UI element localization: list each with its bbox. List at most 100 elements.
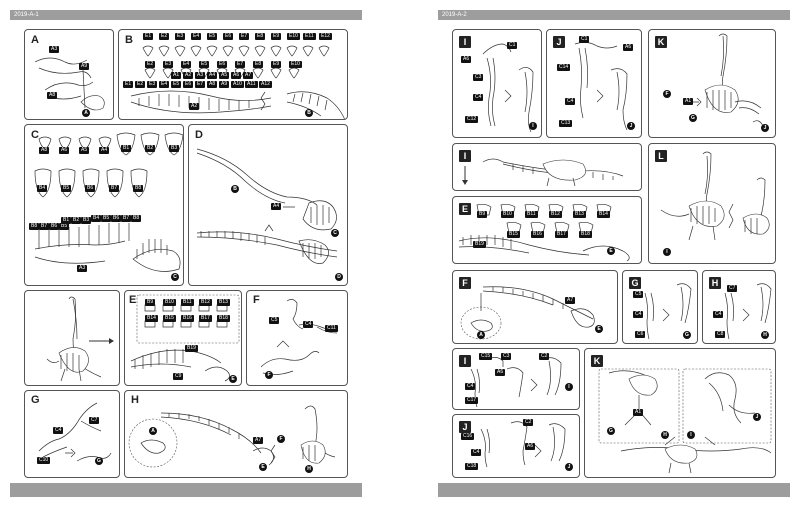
part-tag-b13: B13 — [573, 211, 586, 218]
part-tag-a6: A6 — [495, 369, 506, 376]
step-circle-j: J — [565, 463, 573, 471]
panel-label: G — [31, 394, 40, 406]
step-circle-h: H — [661, 431, 669, 439]
panel-g-left-drawing — [38, 402, 112, 462]
part-tag-row4-a8: A8 — [207, 81, 218, 88]
part-tag-row1-e7: E7 — [239, 33, 250, 40]
part-tag-c4: C4 — [713, 311, 724, 318]
panel-d-drawing — [196, 148, 338, 264]
panel-label: G — [629, 277, 641, 289]
part-tag-c-b8: B8 — [133, 185, 144, 192]
panel-k-bottom: K A1 G H I J — [584, 348, 776, 478]
panel-i-bottom: I C15 C3 A6 C2 C4 C17 I — [452, 348, 580, 410]
part-tag-row2-e8: E8 — [253, 61, 264, 68]
part-tag-c16: C16 — [461, 433, 475, 440]
part-tag-c4: C4 — [53, 427, 64, 434]
part-tag-b10: B10 — [501, 211, 514, 218]
part-tag-c-r3-9: B6 — [111, 215, 122, 222]
part-tag-c-r3-2: B6 — [49, 223, 60, 230]
step-circle-g: G — [689, 114, 697, 122]
part-tag-c17: C17 — [465, 397, 479, 404]
part-tag-row1-e12: E12 — [319, 33, 332, 40]
part-tag-b10: B10 — [163, 299, 176, 306]
panel-g-left: G C4 C7 C10 G — [24, 390, 120, 478]
panel-j-bottom-drawing — [480, 421, 566, 468]
part-tag-c-b7: B7 — [109, 185, 120, 192]
step-circle-h: H — [305, 465, 313, 473]
panel-k-bottom-drawing — [598, 368, 772, 474]
panel-label: K — [591, 355, 603, 367]
part-tag-b19: B19 — [185, 345, 198, 352]
left-header-bar: 2019-A-1 — [10, 10, 362, 20]
panel-h-left-drawing — [128, 405, 336, 468]
panel-i-top-drawing — [482, 43, 534, 133]
part-tag-row2-e4: E4 — [181, 61, 192, 68]
part-tag-c-a6: A6 — [59, 147, 70, 154]
panel-label: I — [459, 36, 471, 48]
part-tag-row3-a6: A6 — [231, 72, 242, 79]
step-circle-j: J — [627, 122, 635, 130]
part-tag-row3-a4: A4 — [207, 72, 218, 79]
panel-label: F — [459, 277, 471, 289]
part-tag-c-a5: A5 — [79, 147, 90, 154]
step-circle-a: A — [477, 331, 485, 339]
part-tag-a6: A6 — [623, 44, 634, 51]
step-circle-c: C — [331, 229, 339, 237]
part-tag-row3-a2: A2 — [183, 72, 194, 79]
part-tag-c1: C1 — [579, 36, 590, 43]
part-tag-row1-e3: E3 — [175, 33, 186, 40]
part-tag-c3: C3 — [501, 353, 512, 360]
panel-b-drawing — [130, 45, 345, 119]
panel-f-right: F A7 A E — [452, 270, 618, 344]
step-circle-b: B — [305, 109, 313, 117]
panel-k-top-drawing — [689, 33, 764, 127]
panel-a-drawing — [34, 57, 105, 111]
part-tag-row4-e6: E6 — [183, 81, 194, 88]
panel-l-drawing — [660, 151, 770, 241]
part-tag-row2-e7: E7 — [235, 61, 246, 68]
part-tag-c-r3-3: B5 — [59, 223, 70, 230]
left-page: 2019-A-1 A A3 A9 A8 A B — [10, 10, 362, 497]
part-tag-c-r3-4: B1 — [61, 217, 72, 224]
part-tag-row1-e9: E9 — [271, 33, 282, 40]
part-tag-row2-e6: E6 — [217, 61, 228, 68]
part-tag-row4-a12: A12 — [259, 81, 272, 88]
part-tag-a1: A1 — [633, 409, 644, 416]
step-circle-b: B — [231, 185, 239, 193]
panel-e-left: E B9 B10 B11 B12 B13 B14 B15 B16 B17 B18… — [124, 290, 242, 386]
panel-e-left-drawing — [130, 294, 240, 382]
panel-j-bottom: J C16 C2 A6 C4 C18 J — [452, 414, 580, 478]
step-circle-i: I — [565, 383, 573, 391]
part-tag-row1-e2: E2 — [159, 33, 170, 40]
panel-label: I — [459, 355, 471, 367]
part-tag-c4: C4 — [473, 94, 484, 101]
part-tag-b14: B14 — [145, 315, 158, 322]
step-circle-c: C — [171, 273, 179, 281]
panel-label: E — [459, 203, 471, 215]
part-tag-c9: C9 — [173, 373, 184, 380]
part-tag-c18: C18 — [465, 463, 479, 470]
step-circle-j: J — [761, 124, 769, 132]
part-tag-c-a8: A8 — [39, 147, 50, 154]
part-tag-c15: C15 — [479, 353, 493, 360]
part-tag-row3-a3: A3 — [195, 72, 206, 79]
panel-g-right: G C5 C4 C6 G — [622, 270, 698, 344]
panel-label: J — [553, 36, 565, 48]
part-tag-row4-e5: E5 — [171, 81, 182, 88]
part-tag-a6: A6 — [461, 56, 472, 63]
panel-i-top: I A6 C1 C3 C4 C12 I — [452, 29, 542, 138]
part-tag-row4-e7: E7 — [195, 81, 206, 88]
part-tag-a8: A8 — [47, 92, 58, 99]
part-tag-row1-e5: E5 — [207, 33, 218, 40]
part-tag-c4: C4 — [565, 98, 576, 105]
part-tag-row4-e1: E1 — [123, 81, 134, 88]
part-tag-c-a3: A3 — [77, 265, 88, 272]
part-tag-a3: A3 — [49, 46, 60, 53]
panel-l: L I — [648, 143, 776, 264]
part-tag-row1-e11: E11 — [303, 33, 316, 40]
step-circle-g: G — [683, 331, 691, 339]
panel-f-right-drawing — [460, 286, 595, 340]
part-tag-c-r3-0: B8 — [29, 223, 40, 230]
step-circle-g: G — [607, 427, 615, 435]
part-tag-c-r3-11: B8 — [131, 215, 142, 222]
